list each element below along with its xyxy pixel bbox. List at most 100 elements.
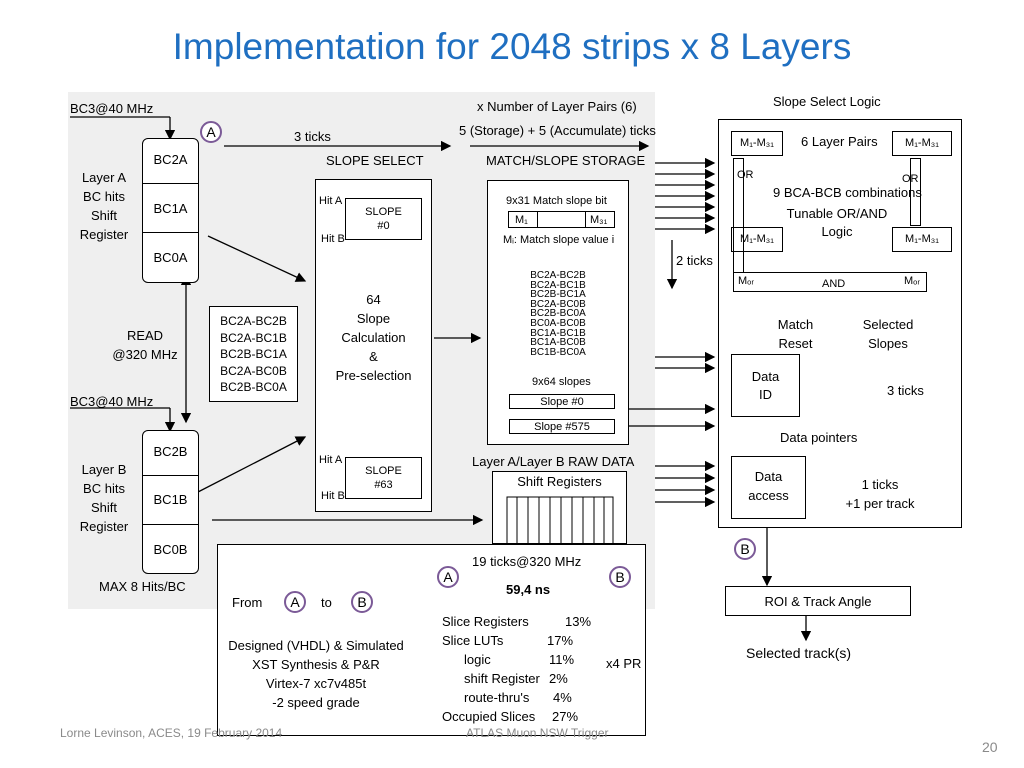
combo-item: BC2B-BC0A [530, 308, 586, 320]
footer-event: ATLAS Muon NSW Trigger [466, 726, 609, 740]
slope-last-bar: Slope #575 [509, 419, 615, 434]
m31-label: M₃₁ [590, 214, 608, 226]
shift-registers-block: Shift Registers [492, 471, 627, 545]
and-label: AND [822, 278, 846, 290]
bc3-clock-top: BC3@40 MHz [70, 101, 154, 116]
match-bit-label: 9x31 Match slope bit [506, 195, 607, 207]
combo-item: BC2B-BC1A [530, 289, 586, 301]
combo-list: BC2A-BC2B BC2A-BC1B BC2B-BC1A BC2A-BC0B … [487, 271, 629, 357]
combo-item: BC0A-BC0B [530, 317, 586, 329]
res-label: route-thru's [464, 690, 530, 705]
res-value: 4% [553, 690, 572, 705]
m-or-right: Mₒᵣ [904, 275, 920, 287]
pair-item: BC2A-BC1B [220, 330, 287, 345]
six-layer-pairs-label: 6 Layer Pairs [801, 134, 878, 149]
hit-a-label-0: Hit A [319, 195, 343, 207]
match-bit-register: M₁ M₃₁ [508, 211, 615, 228]
res-value: 11% [549, 652, 575, 667]
from-a-circle: A [284, 591, 306, 613]
data-pointers-label: Data pointers [780, 430, 858, 445]
slide-title: Implementation for 2048 strips x 8 Layer… [172, 26, 852, 67]
roi-track-angle-box: ROI & Track Angle [725, 586, 911, 616]
three-ticks-label: 3 ticks [294, 129, 331, 144]
combo-item: BC1B-BC0A [530, 346, 586, 358]
hit-b-label-0: Hit B [321, 233, 345, 245]
footer-author: Lorne Levinson, ACES, 19 February 2014 [60, 726, 283, 740]
pair-item: BC2B-BC0A [220, 380, 287, 394]
or-label-right: OR [902, 173, 919, 185]
combinations-label: 9 BCA-BCB combinations [773, 185, 922, 200]
marker-b-circle: B [734, 538, 756, 560]
pair-item: BC2B-BC1A [220, 347, 287, 361]
two-ticks-label: 2 ticks [676, 253, 713, 268]
read-label: READ@320 MHz [112, 328, 178, 362]
x4-pr-label: x4 PR [606, 656, 642, 671]
layer-b-register: BC2B BC1B BC0B [142, 430, 199, 574]
res-value: 2% [549, 671, 568, 686]
reg-bc2b: BC2B [153, 444, 188, 459]
summary-b-circle: B [609, 566, 631, 588]
combo-item: BC2A-BC1B [530, 279, 586, 291]
res-label: Occupied Slices [442, 709, 536, 724]
ticks-320-label: 19 ticks@320 MHz [472, 554, 582, 569]
or-label-left: OR [737, 169, 754, 181]
selected-tracks-label: Selected track(s) [746, 645, 852, 661]
m-range-box-tl: M₁-M₃₁ [731, 131, 783, 156]
page-number: 20 [982, 739, 998, 755]
m-range-box-tr: M₁-M₃₁ [892, 131, 952, 156]
slopes-count-label: 9x64 slopes [532, 376, 591, 388]
layer-pairs-label: x Number of Layer Pairs (6) [477, 99, 637, 114]
combo-item: BC1A-BC1B [530, 327, 586, 339]
marker-a-circle: A [200, 121, 222, 143]
reg-bc2a: BC2A [153, 152, 188, 167]
hit-a-label-63: Hit A [319, 454, 343, 466]
slope0-box: SLOPE#0 [345, 198, 422, 240]
combo-item: BC2A-BC0B [530, 298, 586, 310]
to-b-circle: B [351, 591, 373, 613]
pair-item: BC2A-BC0B [220, 363, 287, 378]
res-label: Slice Registers [442, 614, 529, 629]
res-value: 17% [547, 633, 574, 648]
reg-bc1b: BC1B [153, 492, 188, 507]
m-or-left: Mₒᵣ [738, 275, 754, 287]
summary-panel [217, 544, 646, 736]
max-hits-label: MAX 8 Hits/BC [99, 579, 186, 594]
raw-data-title: Layer A/Layer B RAW DATA [472, 454, 635, 469]
res-label: Slice LUTs [442, 633, 504, 648]
three-ticks-right-label: 3 ticks [887, 383, 924, 398]
m-range-box-br: M₁-M₃₁ [892, 227, 952, 252]
reg-bc0a: BC0A [153, 250, 188, 265]
one-tick-label: 1 ticks+1 per track [845, 477, 915, 511]
slope-calc-text: 64 Slope Calculation & Pre-selection [335, 292, 412, 383]
slope-first-bar: Slope #0 [509, 394, 615, 409]
to-label: to [321, 595, 332, 610]
slope-select-label: SLOPE SELECT [326, 153, 424, 168]
slope63-box: SLOPE#63 [345, 457, 422, 499]
res-value: 27% [552, 709, 579, 724]
m1-label: M₁ [515, 214, 528, 226]
mi-description: Mᵢ: Match slope value i [503, 234, 615, 246]
reg-bc1a: BC1A [153, 201, 188, 216]
slope-select-logic-title: Slope Select Logic [773, 94, 881, 109]
storage-ticks-label: 5 (Storage) + 5 (Accumulate) ticks [459, 123, 656, 138]
pair-item: BC2A-BC2B [220, 314, 287, 328]
reg-bc0b: BC0B [153, 542, 188, 557]
res-label: shift Register [464, 671, 540, 686]
from-label: From [232, 595, 263, 610]
and-bar: Mₒᵣ AND Mₒᵣ [733, 272, 927, 292]
hit-b-label-63: Hit B [321, 490, 345, 502]
combo-item: BC1A-BC0B [530, 337, 586, 349]
or-column-right [910, 158, 921, 226]
match-storage-label: MATCH/SLOPE STORAGE [486, 153, 646, 168]
bc3-clock-mid: BC3@40 MHz [70, 394, 154, 409]
layer-a-register: BC2A BC1A BC0A [142, 138, 199, 283]
summary-a-circle: A [437, 566, 459, 588]
design-notes: Designed (VHDL) & Simulated XST Synthesi… [228, 638, 404, 710]
